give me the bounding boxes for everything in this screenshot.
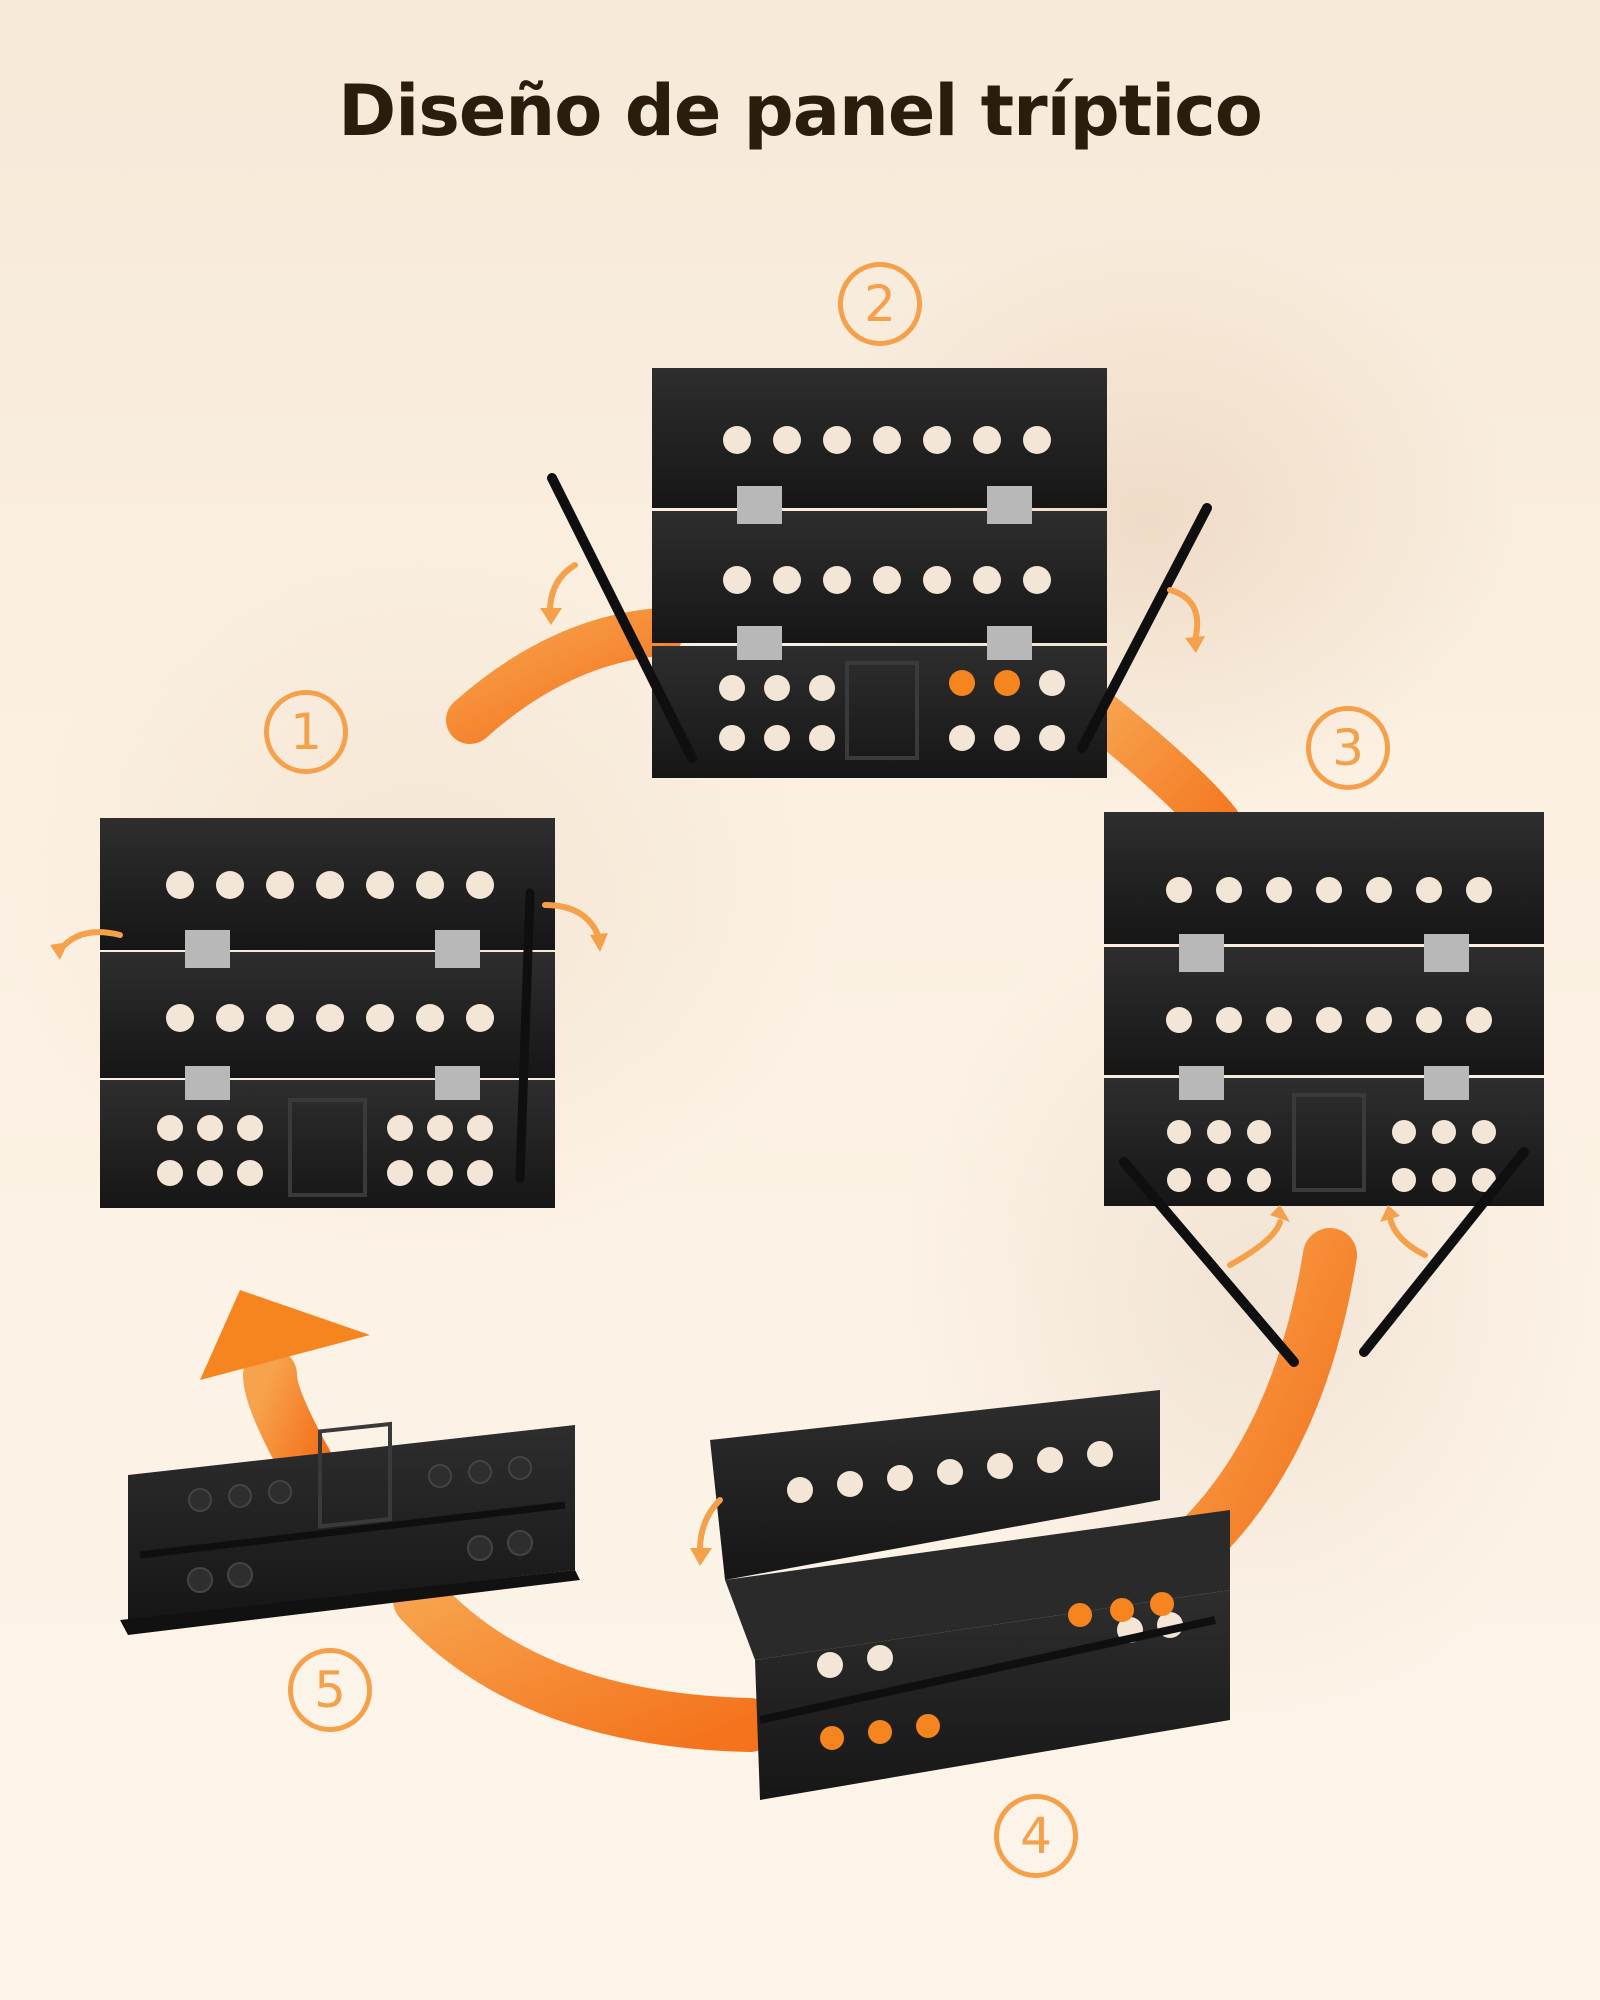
step-badge-5: 5: [288, 1648, 372, 1732]
stand-step-1: [100, 818, 555, 1208]
step-badge-3: 3: [1306, 706, 1390, 790]
stand-step-3: [1104, 812, 1544, 1367]
arc-3-4: [1173, 1228, 1357, 1567]
page-title: Diseño de panel tríptico: [338, 70, 1263, 152]
arc-4-5: [393, 1573, 777, 1752]
rotation-arrowheads: [50, 608, 1400, 1566]
arc-5-1-arrowhead: [200, 1290, 370, 1380]
step-badge-1: 1: [264, 690, 348, 774]
step-badge-2: 2: [838, 262, 922, 346]
stand-step-2: [547, 368, 1212, 778]
step-badge-4: 4: [994, 1794, 1078, 1878]
stand-step-5: [120, 1421, 580, 1635]
rotation-arrows: [57, 562, 1428, 1553]
stand-step-4: [710, 1390, 1230, 1800]
